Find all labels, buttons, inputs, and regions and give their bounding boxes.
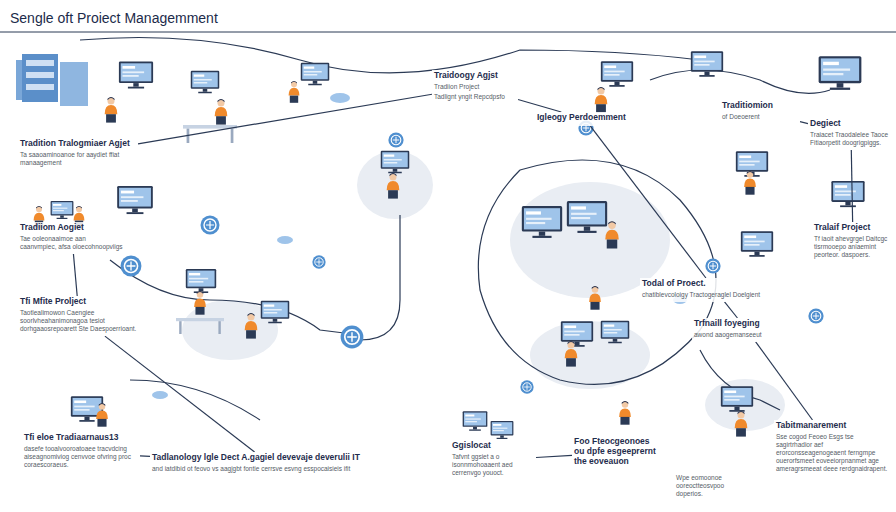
node-body: awond aaogemanseeut: [694, 331, 800, 339]
connector: [800, 122, 808, 124]
caption-block: Todal of Proect. chatiblevcoloigy Tractog…: [640, 278, 790, 302]
caption-block: Foo Fteocgeonoes ou dpfe esgeeprernt the…: [572, 436, 664, 469]
node-body: Tf iaoit ahevgrgel Daitcgc tisrmooepo an…: [814, 235, 892, 259]
note-text: Wpe eomoonoe ooreoctteosvpoo doperios.: [676, 474, 752, 498]
node-heading: Traditiomion: [722, 101, 798, 111]
node-body: Ta saaoaminoanoe for aaydiet ffiat manaa…: [20, 151, 136, 167]
node-body: Tae ooleonaaimoe aan caanvmpiec, afsa ol…: [20, 235, 124, 251]
connector-line: [756, 342, 813, 420]
caption-block: Tfi eloe Tradiaarnaus13 dasefe tooalvooro…: [22, 432, 140, 472]
node-body: Traiacet Traodalelee Taoce Fitiaorpetit …: [810, 131, 892, 147]
node-body: Tadlignt yngit Repcdpsfo: [434, 93, 516, 101]
node-heading: Igleogy Perdoemment: [537, 113, 633, 123]
connector-line: [800, 122, 808, 124]
node-heading: Tfi eloe Tradiaarnaus13: [24, 433, 138, 443]
node-body: Sse cogod Feoeo Esgs tse sagirtrhadior a…: [776, 433, 890, 474]
caption-block: TabitmanarementSse cogod Feoeo Esgs tse …: [774, 420, 892, 476]
caption-block: DegiectTraiacet Traodalelee Taoce Fitiao…: [808, 118, 894, 150]
clouds: [152, 93, 687, 399]
connector: [518, 99, 561, 112]
connector: [851, 150, 852, 222]
node-heading: Degiect: [810, 119, 892, 129]
node-heading: Traidoogy Agjst: [434, 71, 516, 81]
title-rule: [0, 32, 896, 33]
caption-block: Tfi Mfite ProljectTaotlealimowon Caengie…: [18, 296, 140, 336]
node-body: dasefe tooalvooroatoaee tracvdcing aisea…: [24, 445, 138, 469]
caption-block: Tradiiom AogietTae ooleonaaimoe aan caan…: [18, 222, 126, 254]
node-body: chatiblevcoloigy Tractogeraglel Doelgien…: [642, 291, 788, 299]
node-heading: Tabitmanarement: [776, 421, 890, 431]
connector: [756, 342, 813, 420]
caption-block: Tralaif Project Tf iaoit ahevgrgel Daitcg…: [812, 222, 894, 262]
node-heading: Tadlanology lgle Dect A.gagiel devevaje …: [152, 453, 388, 463]
node-heading: Tradition Tralogmiaer Agjet: [20, 139, 136, 149]
node-heading: Todal of Proect.: [642, 279, 788, 289]
node-body: and iatdibid ot feovo vs aagjgbt fontie …: [152, 465, 388, 473]
connector: [725, 302, 738, 318]
node-body: Taotlealimowon Caengiee soorlvheahanimon…: [20, 309, 138, 333]
connector-line: [536, 455, 572, 457]
connector-line: [590, 126, 706, 278]
connector-line: [851, 150, 852, 222]
node-body: Tafvnt ggsiet a o isonnmohoaaent aed cer…: [452, 453, 534, 477]
node-heading: Tfi Mfite Prolject: [20, 297, 138, 307]
connector-line: [725, 302, 738, 318]
icon-orbs: [121, 120, 824, 393]
connector-line: [138, 94, 432, 144]
connector: [138, 94, 432, 144]
caption-block: GgislocatTafvnt ggsiet a o isonnmohoaaen…: [450, 440, 536, 480]
node-heading: Trfnaill foyeging: [694, 319, 800, 329]
connector: [536, 455, 572, 457]
caption-block: Trfnaill foyeging awond aaogemanseeut: [692, 318, 802, 342]
connector: [590, 126, 706, 278]
node-body: Tradiion Project: [434, 83, 516, 91]
caption-block: Traidoogy AgjstTradiion ProjectTadlignt …: [432, 70, 518, 104]
diagram-title: Sengle oft Proiect Managemment: [10, 10, 218, 26]
connector-line: [140, 455, 150, 457]
connector: [140, 455, 150, 457]
decorative-curves: [80, 38, 830, 421]
caption-block: Tradition Tralogmiaer Agjet Ta saaoaminoa…: [18, 138, 138, 170]
connector-line: [518, 99, 561, 112]
node-heading: Ggislocat: [452, 441, 534, 451]
node-heading: Foo Fteocgeonoes ou dpfe esgeeprernt the…: [574, 437, 662, 466]
workstations: [34, 51, 865, 439]
server-stack: [16, 54, 88, 106]
node-body: of Doeoerent: [722, 113, 798, 121]
connector-line: [73, 254, 77, 296]
node-heading: Tralaif Project: [814, 223, 892, 233]
node-heading: Tradiiom Aogiet: [20, 223, 124, 233]
caption-block: Igleogy Perdoemment: [535, 112, 635, 126]
connector: [73, 254, 77, 296]
caption-block: Traditiomion of Doeoerent: [720, 100, 800, 124]
caption-block: Tadlanology lgle Dect A.gagiel devevaje …: [150, 452, 390, 476]
